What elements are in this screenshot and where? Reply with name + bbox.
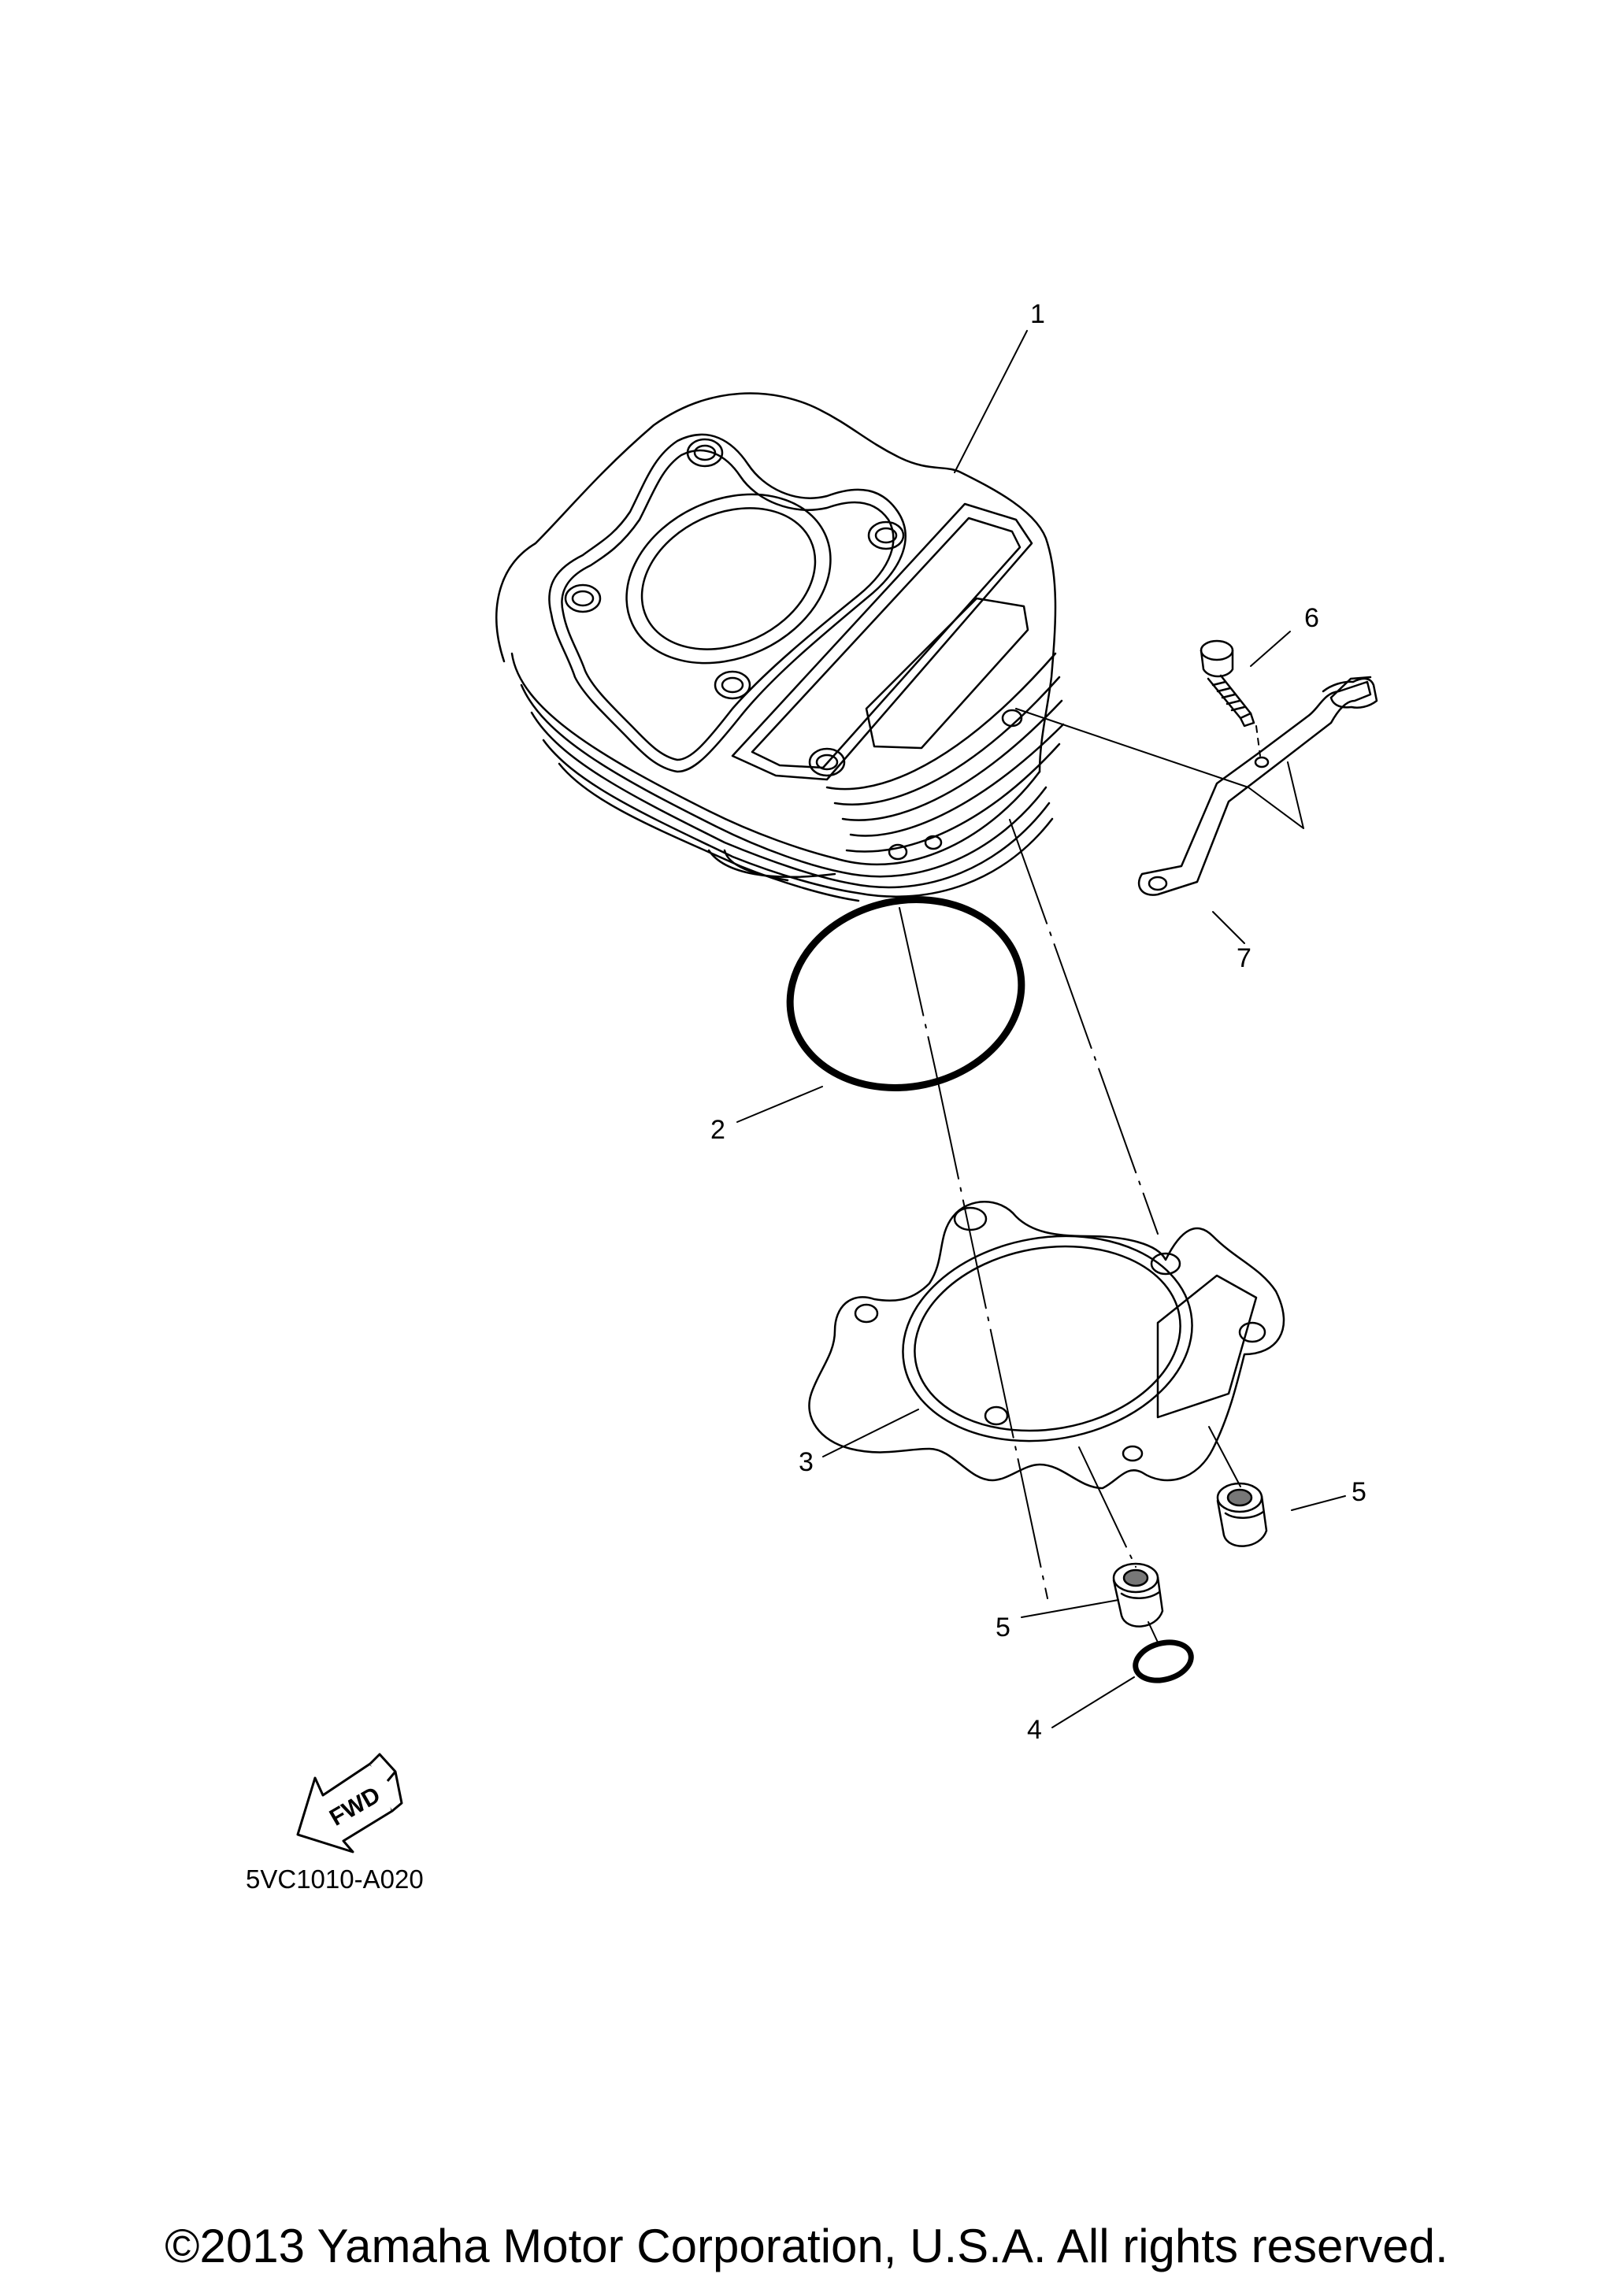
copyright-notice: ©2013 Yamaha Motor Corporation, U.S.A. A… [165, 2220, 1448, 2272]
callout-5-right: 5 [1352, 1477, 1366, 1507]
callout-2: 2 [710, 1115, 725, 1145]
callout-5-left: 5 [996, 1613, 1010, 1642]
cylinder-part [495, 392, 1065, 902]
callout-1: 1 [1030, 299, 1045, 329]
base-gasket [808, 1201, 1285, 1490]
bracket-part [1137, 676, 1378, 896]
callout-3: 3 [799, 1447, 814, 1477]
callout-7: 7 [1237, 943, 1251, 973]
bolt-part [1200, 639, 1255, 728]
bolt-axis-lines [1015, 708, 1304, 829]
o-ring-large [786, 896, 1025, 1091]
callout-6: 6 [1304, 603, 1319, 633]
diagram-code: 5VC1010-A020 [246, 1865, 424, 1894]
leader-lines [736, 330, 1346, 1728]
dowel-pin-left [1112, 1562, 1164, 1628]
callout-4: 4 [1027, 1715, 1042, 1745]
o-ring-small [1133, 1639, 1194, 1683]
dowel-pin-right [1216, 1482, 1268, 1547]
fwd-arrow-icon: FWD [296, 1753, 403, 1853]
assembly-lines [899, 819, 1241, 1646]
